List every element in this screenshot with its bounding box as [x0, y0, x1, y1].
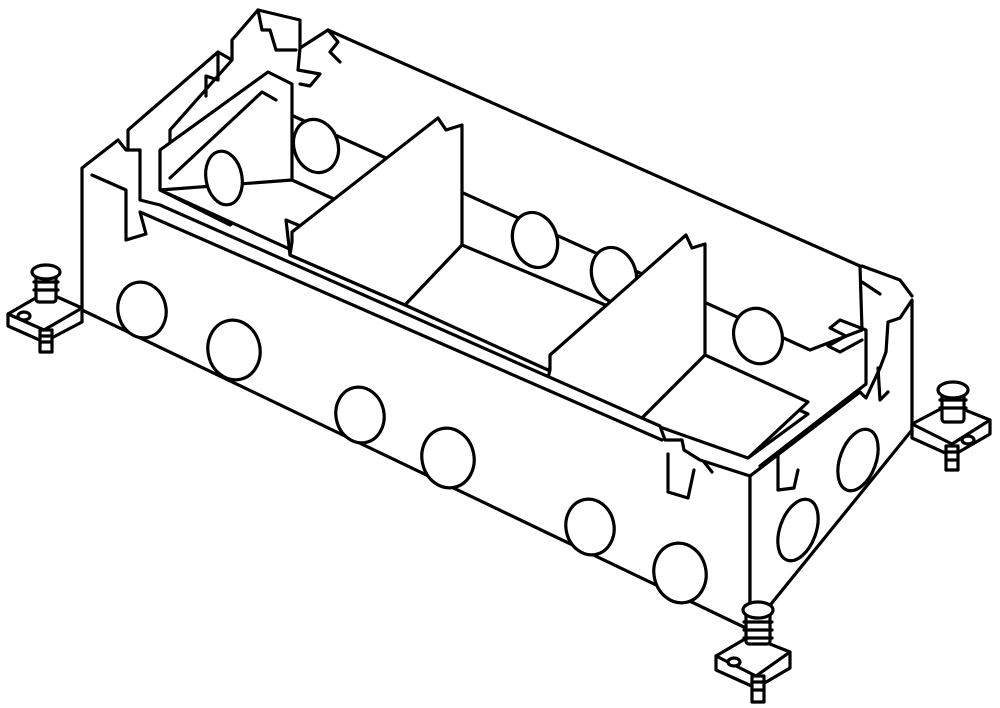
back-corner-tab [326, 28, 342, 64]
knockout [652, 541, 708, 605]
right-end-wall-top-lip [860, 264, 914, 298]
divider-1 [288, 116, 464, 307]
back-corner-tab [126, 50, 234, 152]
knockout [116, 280, 168, 340]
knockout [731, 306, 785, 366]
right-end-wall-rim [758, 318, 868, 468]
knockout [206, 318, 262, 382]
mounting-bracket-right-rear [910, 380, 992, 472]
knockout [420, 426, 476, 490]
knockout [776, 497, 820, 563]
divider-2-face [638, 353, 810, 460]
knockout [836, 427, 880, 493]
knockout [564, 497, 616, 557]
knockout [204, 149, 244, 207]
right-end-wall-tab [776, 450, 800, 492]
mounting-bracket-front [714, 600, 792, 704]
knockout [334, 385, 386, 445]
left-end-wall-lip [168, 90, 278, 180]
right-end-wall-tab [876, 366, 890, 402]
front-wall-rim [90, 173, 664, 442]
knockout [291, 117, 341, 175]
front-wall-notch [702, 460, 714, 474]
back-corner-tab [256, 8, 322, 88]
front-wall-tab [666, 452, 696, 500]
knockout [510, 210, 560, 270]
mounting-bracket-left [6, 263, 84, 354]
